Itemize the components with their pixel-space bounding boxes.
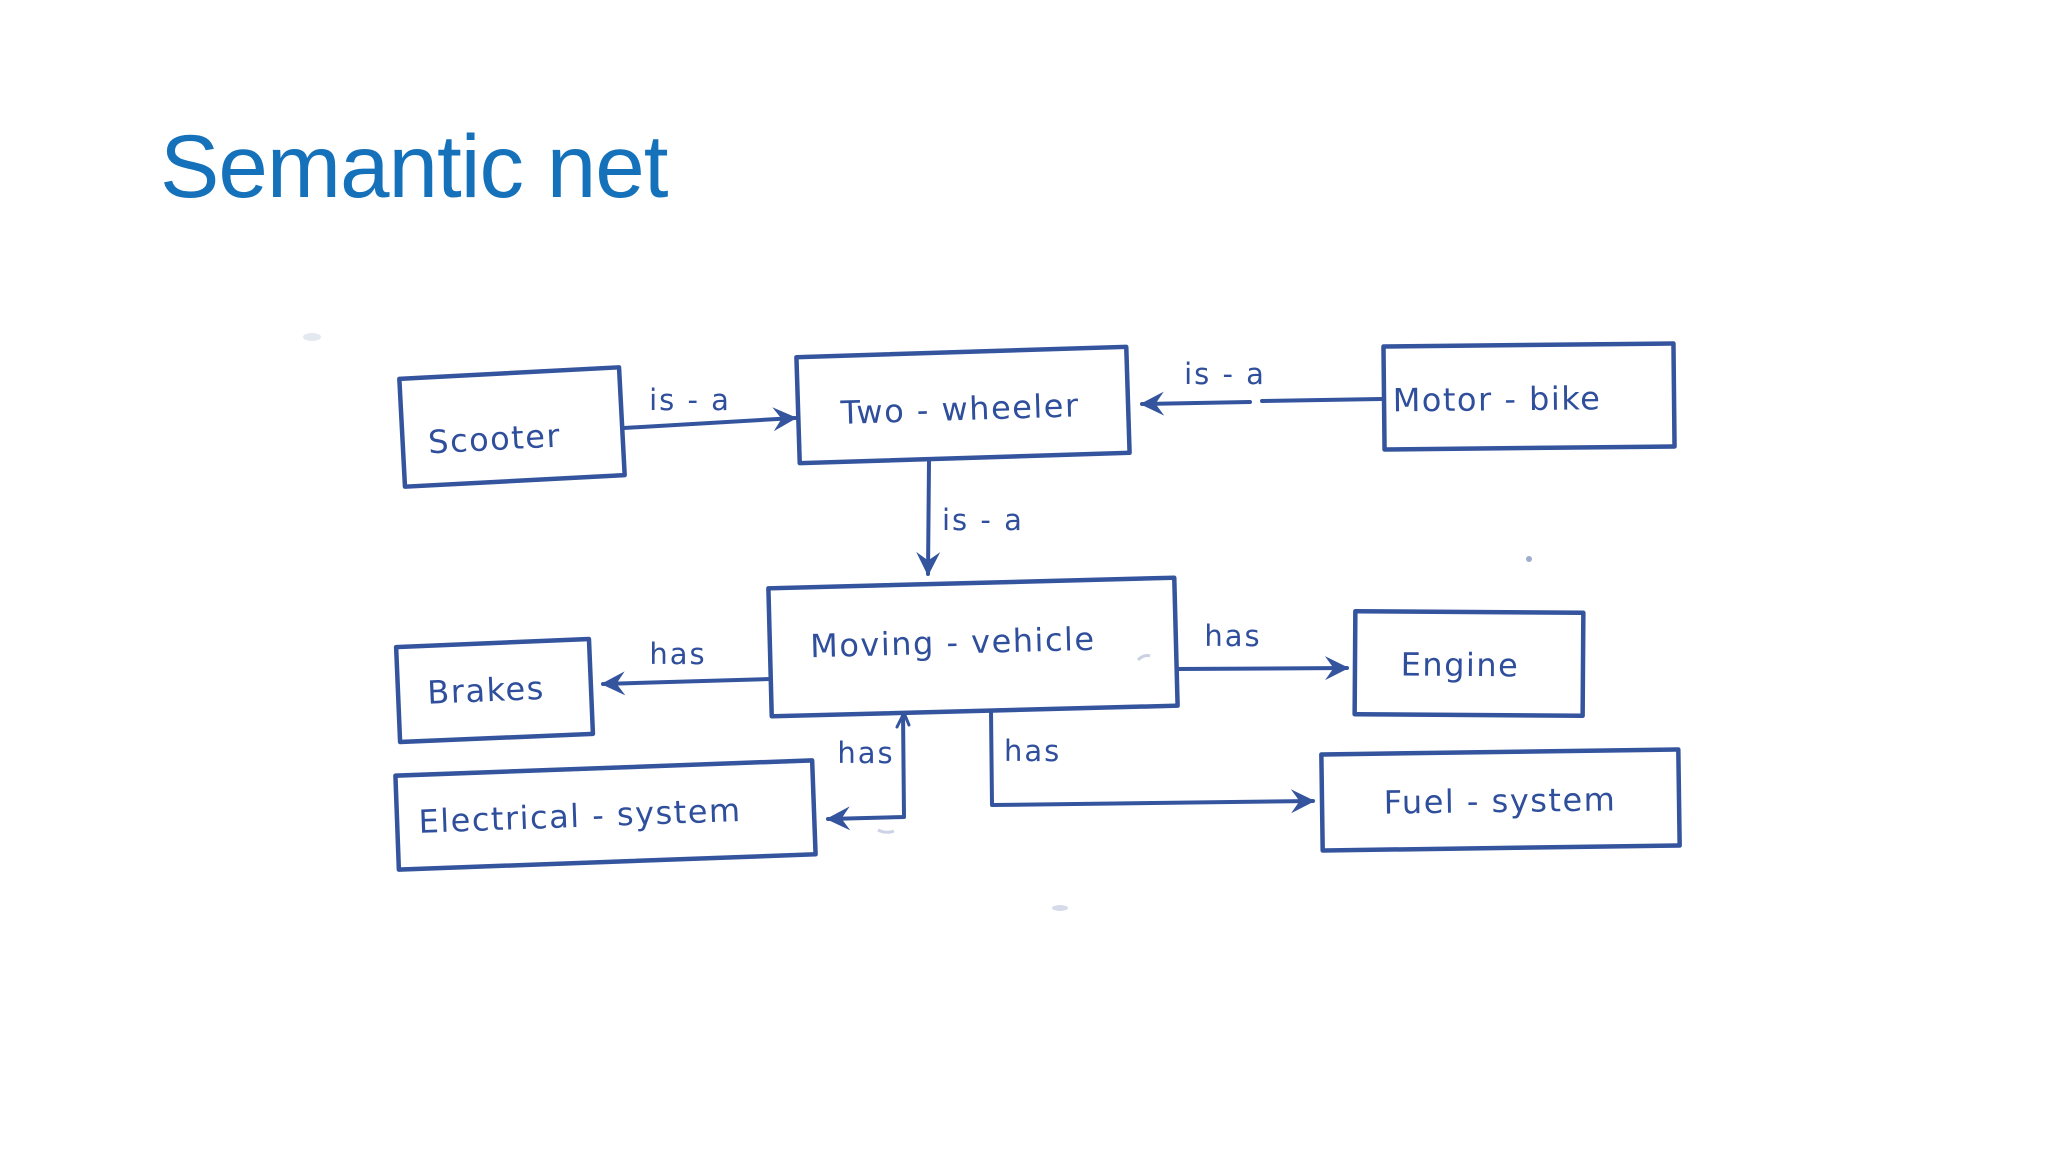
edge-motor-bike-to-two-wheeler: is - a [1140,357,1383,416]
node-brakes: Brakes [393,636,596,745]
node-brakes-label: Brakes [427,669,546,712]
node-electrical-system-box [393,758,818,872]
node-motor-bike-label: Motor - bike [1393,379,1602,419]
node-fuel-system: Fuel - system [1319,747,1682,853]
ink-smudge-artifact [1052,905,1068,911]
node-fuel-system-box [1319,747,1682,853]
node-scooter-label: Scooter [427,416,562,461]
pen-smudge-artifact [877,828,895,834]
node-engine: Engine [1352,608,1586,719]
pen-squiggle-artifact [1136,654,1151,662]
edge-label-has-electrical: has [837,736,894,770]
node-moving-vehicle-label: Moving - vehicle [810,620,1096,665]
ink-dot-artifact [1526,556,1532,562]
edge-moving-vehicle-to-electrical-system: has [826,708,911,831]
node-brakes-box [393,636,596,745]
node-electrical-system: Electrical - system [393,758,818,872]
node-engine-label: Engine [1401,646,1520,685]
edge-label-has-engine: has [1204,619,1261,653]
page-title: Semantic net [160,116,668,216]
node-motor-bike: Motor - bike [1381,341,1677,452]
node-scooter: Scooter [397,365,627,489]
node-scooter-box [397,365,627,489]
node-motor-bike-box [1381,341,1677,452]
edge-moving-vehicle-to-brakes: has [601,637,773,696]
edge-two-wheeler-to-moving-vehicle: is - a [916,459,1024,576]
node-moving-vehicle-box [766,575,1180,719]
edge-label-is-a-scooter: is - a [649,383,731,417]
edge-label-is-a-motor-bike: is - a [1184,357,1266,391]
edge-moving-vehicle-to-fuel-system: has [989,708,1315,814]
paper-smudge-artifact [303,333,321,341]
edge-moving-vehicle-to-engine: has [1174,619,1349,681]
node-fuel-system-label: Fuel - system [1383,780,1616,821]
edge-label-is-a-vertical: is - a [942,503,1024,537]
node-two-wheeler-label: Two - wheeler [839,386,1080,432]
node-moving-vehicle: Moving - vehicle [766,575,1180,719]
edge-label-has-brakes: has [649,637,706,671]
node-engine-box [1352,608,1586,719]
node-two-wheeler: Two - wheeler [794,344,1132,466]
edge-label-has-fuel: has [1004,734,1061,768]
edge-scooter-to-two-wheeler: is - a [622,383,797,432]
node-two-wheeler-box [794,344,1132,466]
